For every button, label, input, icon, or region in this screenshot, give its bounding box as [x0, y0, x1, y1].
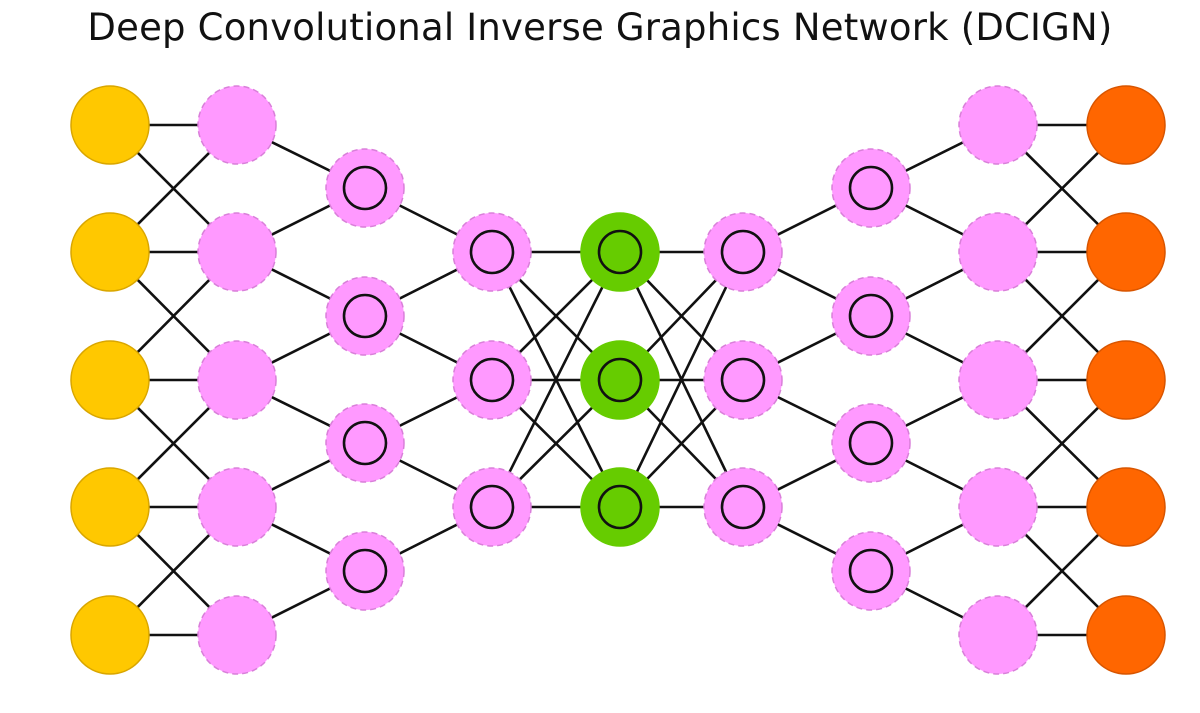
diagram-title: Deep Convolutional Inverse Graphics Netw…: [87, 6, 1113, 49]
output-cell-circle: [1086, 85, 1166, 165]
convolution-1-node: [325, 276, 405, 356]
hidden-cell-circle: [703, 340, 783, 420]
convolution-2-node: [452, 467, 532, 547]
output-node: [1086, 595, 1166, 675]
probabilistic_hidden-cell-circle: [580, 467, 660, 547]
nodes-group: [70, 85, 1166, 675]
hidden-2-node: [958, 85, 1038, 165]
kernel-ring-icon: [597, 229, 643, 275]
hidden-cell-circle: [197, 212, 277, 292]
input-node: [70, 85, 150, 165]
hidden-cell-circle: [452, 467, 532, 547]
hidden-1-node: [197, 467, 277, 547]
hidden-cell-circle: [197, 595, 277, 675]
hidden-cell-circle: [831, 531, 911, 611]
kernel-ring-icon: [848, 548, 894, 594]
input-cell-circle: [70, 340, 150, 420]
kernel-ring-icon: [720, 357, 766, 403]
kernel-ring-icon: [597, 484, 643, 530]
probabilistic-node: [580, 467, 660, 547]
input-node: [70, 212, 150, 292]
hidden-1-node: [197, 340, 277, 420]
hidden-2-node: [958, 340, 1038, 420]
output-node: [1086, 212, 1166, 292]
kernel-ring-icon: [469, 357, 515, 403]
probabilistic-node: [580, 212, 660, 292]
kernel-ring-icon: [342, 293, 388, 339]
hidden-2-node: [958, 595, 1038, 675]
kernel-ring-icon: [848, 293, 894, 339]
hidden-cell-circle: [452, 340, 532, 420]
kernel-ring-icon: [720, 484, 766, 530]
input-cell-circle: [70, 212, 150, 292]
connection-line: [490, 251, 622, 508]
hidden-cell-circle: [197, 85, 277, 165]
input-node: [70, 340, 150, 420]
hidden-cell-circle: [325, 148, 405, 228]
hidden-cell-circle: [831, 276, 911, 356]
hidden-cell-circle: [958, 340, 1038, 420]
input-cell-circle: [70, 467, 150, 547]
hidden-cell-circle: [958, 595, 1038, 675]
kernel-ring-icon: [342, 420, 388, 466]
probabilistic_hidden-cell-circle: [580, 340, 660, 420]
convolution-2-node: [452, 340, 532, 420]
convolution-2-node: [452, 212, 532, 292]
hidden-2-node: [958, 212, 1038, 292]
input-node: [70, 467, 150, 547]
probabilistic_hidden-cell-circle: [580, 212, 660, 292]
input-node: [70, 595, 150, 675]
hidden-cell-circle: [197, 340, 277, 420]
output-cell-circle: [1086, 467, 1166, 547]
deconvolution-1-node: [703, 467, 783, 547]
connection-line: [618, 251, 745, 508]
input-cell-circle: [70, 595, 150, 675]
hidden-cell-circle: [452, 212, 532, 292]
kernel-ring-icon: [848, 420, 894, 466]
probabilistic-node: [580, 340, 660, 420]
output-cell-circle: [1086, 340, 1166, 420]
deconvolution-2-node: [831, 276, 911, 356]
hidden-1-node: [197, 212, 277, 292]
hidden-cell-circle: [703, 467, 783, 547]
hidden-1-node: [197, 595, 277, 675]
hidden-2-node: [958, 467, 1038, 547]
output-node: [1086, 85, 1166, 165]
hidden-cell-circle: [958, 467, 1038, 547]
convolution-1-node: [325, 531, 405, 611]
output-cell-circle: [1086, 212, 1166, 292]
hidden-cell-circle: [831, 403, 911, 483]
kernel-ring-icon: [848, 165, 894, 211]
kernel-ring-icon: [342, 548, 388, 594]
deconvolution-1-node: [703, 340, 783, 420]
hidden-cell-circle: [197, 467, 277, 547]
hidden-cell-circle: [831, 148, 911, 228]
hidden-cell-circle: [958, 212, 1038, 292]
convolution-1-node: [325, 148, 405, 228]
deconvolution-2-node: [831, 531, 911, 611]
deconvolution-2-node: [831, 148, 911, 228]
hidden-cell-circle: [325, 403, 405, 483]
deconvolution-1-node: [703, 212, 783, 292]
kernel-ring-icon: [469, 229, 515, 275]
output-node: [1086, 467, 1166, 547]
kernel-ring-icon: [597, 357, 643, 403]
input-cell-circle: [70, 85, 150, 165]
output-node: [1086, 340, 1166, 420]
hidden-cell-circle: [958, 85, 1038, 165]
hidden-1-node: [197, 85, 277, 165]
kernel-ring-icon: [342, 165, 388, 211]
convolution-1-node: [325, 403, 405, 483]
hidden-cell-circle: [325, 531, 405, 611]
kernel-ring-icon: [469, 484, 515, 530]
hidden-cell-circle: [325, 276, 405, 356]
kernel-ring-icon: [720, 229, 766, 275]
deconvolution-2-node: [831, 403, 911, 483]
output-cell-circle: [1086, 595, 1166, 675]
hidden-cell-circle: [703, 212, 783, 292]
